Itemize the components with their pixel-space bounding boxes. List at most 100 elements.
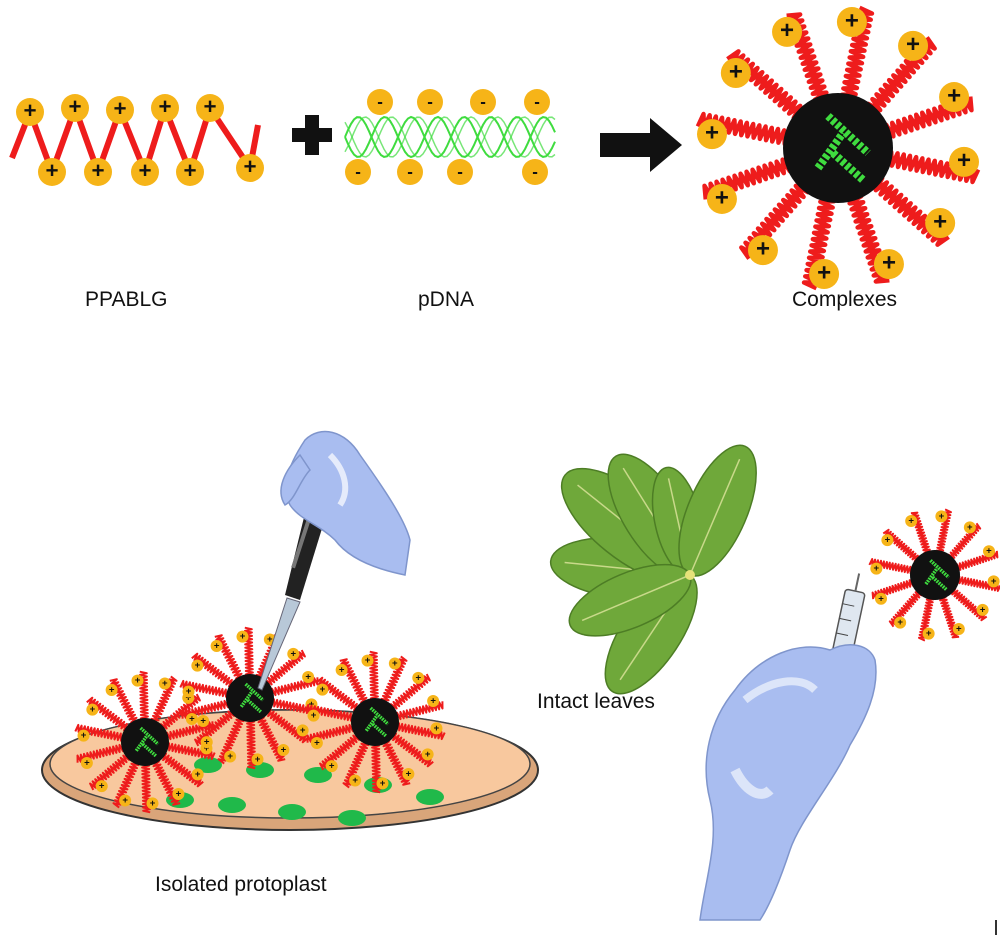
charge-circle — [86, 703, 99, 716]
charge-symbol: + — [434, 723, 440, 734]
charge-symbol: + — [214, 641, 220, 652]
positive-charge: + — [427, 695, 440, 708]
polymer-arm — [380, 737, 411, 786]
positive-charge: + — [898, 30, 929, 61]
dna-cargo — [814, 113, 871, 183]
charge-circle — [873, 249, 904, 280]
positive-charge: + — [105, 683, 118, 696]
charge-symbol: + — [967, 522, 973, 533]
leaf-vein — [689, 458, 741, 576]
charge-circle — [349, 774, 362, 787]
charge-circle — [16, 98, 44, 126]
charge-circle — [61, 94, 89, 122]
charge-circle — [310, 736, 323, 749]
positive-charge: + — [236, 154, 264, 182]
polymer-arm — [306, 723, 357, 743]
charge-symbol: + — [113, 96, 126, 121]
positive-charge: + — [80, 756, 93, 769]
charge-circle — [361, 654, 374, 667]
polymer-arm — [316, 676, 361, 713]
polymer-arm — [164, 742, 216, 761]
charge-symbol: + — [267, 634, 273, 645]
charge-symbol: + — [939, 511, 945, 522]
polymer-arm — [319, 732, 363, 771]
positive-charge: + — [119, 794, 132, 807]
charge-symbol: + — [240, 631, 246, 642]
charge-symbol: - — [534, 92, 540, 111]
charge-symbol: + — [84, 757, 90, 768]
charge-symbol: + — [255, 754, 261, 765]
polymer-arm — [246, 717, 257, 770]
charge-circle — [881, 534, 894, 547]
positive-charge: + — [388, 657, 401, 670]
positive-charge: + — [191, 768, 204, 781]
positive-charge: + — [720, 57, 751, 88]
polymer-arm — [868, 558, 915, 575]
positive-charge: + — [335, 663, 348, 676]
pdna-helix: -------- — [344, 89, 556, 185]
charge-circle — [905, 515, 918, 528]
polymer-arm — [76, 743, 127, 763]
charge-circle — [948, 146, 979, 177]
positive-charge: + — [191, 659, 204, 672]
positive-charge: + — [836, 7, 867, 38]
dna-cargo — [239, 682, 265, 714]
charge-symbol: + — [138, 158, 151, 183]
charge-circle — [172, 788, 185, 801]
charge-symbol: - — [407, 162, 413, 181]
positive-charge: + — [182, 685, 195, 698]
charge-symbol: + — [415, 672, 421, 683]
polymer-arm — [217, 715, 245, 765]
polymer-arm — [150, 757, 181, 806]
charge-circle — [95, 780, 108, 793]
charge-circle — [158, 677, 171, 690]
charge-symbol: + — [200, 716, 206, 727]
positive-charge: + — [251, 753, 264, 766]
charge-symbol: + — [980, 604, 986, 615]
polymer-arm — [786, 12, 831, 108]
charge-symbol: + — [406, 769, 412, 780]
charge-circle — [196, 94, 224, 122]
charge-symbol: + — [991, 576, 997, 587]
charge-symbol: + — [817, 259, 831, 286]
charge-circle — [427, 695, 440, 708]
charge-circle — [131, 674, 144, 687]
charge-circle — [417, 89, 443, 115]
charge-circle — [131, 158, 159, 186]
negative-charge: - — [470, 89, 496, 115]
polymer-arm — [918, 595, 935, 642]
polymer-arm — [702, 155, 798, 200]
complex-core — [226, 674, 274, 722]
charge-circle — [397, 159, 423, 185]
charge-symbol: + — [68, 94, 81, 119]
charge-symbol: + — [99, 781, 105, 792]
charge-circle — [119, 794, 132, 807]
charge-circle — [976, 603, 989, 616]
polymer-arm — [882, 528, 921, 564]
charge-circle — [720, 57, 751, 88]
positive-charge: + — [316, 683, 329, 696]
positive-charge: + — [224, 750, 237, 763]
charge-circle — [875, 592, 888, 605]
dna-cargo — [924, 559, 950, 591]
charge-circle — [925, 208, 956, 239]
leaf-center — [685, 570, 695, 580]
charge-symbol: + — [309, 699, 315, 710]
charge-circle — [296, 724, 309, 737]
polymer-arm — [910, 511, 932, 557]
charge-symbol: + — [183, 158, 196, 183]
charge-circle — [870, 562, 883, 575]
positive-charge: + — [939, 82, 970, 113]
charge-symbol: - — [532, 162, 538, 181]
polymer-arm — [878, 96, 974, 141]
charge-symbol: + — [311, 710, 317, 721]
positive-charge: + — [349, 774, 362, 787]
complex-nanoparticle-small: ++++++++++++ — [868, 508, 1000, 642]
charge-circle — [939, 82, 970, 113]
charge-symbol: + — [281, 745, 287, 756]
charge-circle — [307, 709, 320, 722]
charge-symbol: + — [705, 119, 719, 146]
charge-circle — [38, 158, 66, 186]
charge-circle — [809, 258, 840, 289]
charge-circle — [176, 158, 204, 186]
